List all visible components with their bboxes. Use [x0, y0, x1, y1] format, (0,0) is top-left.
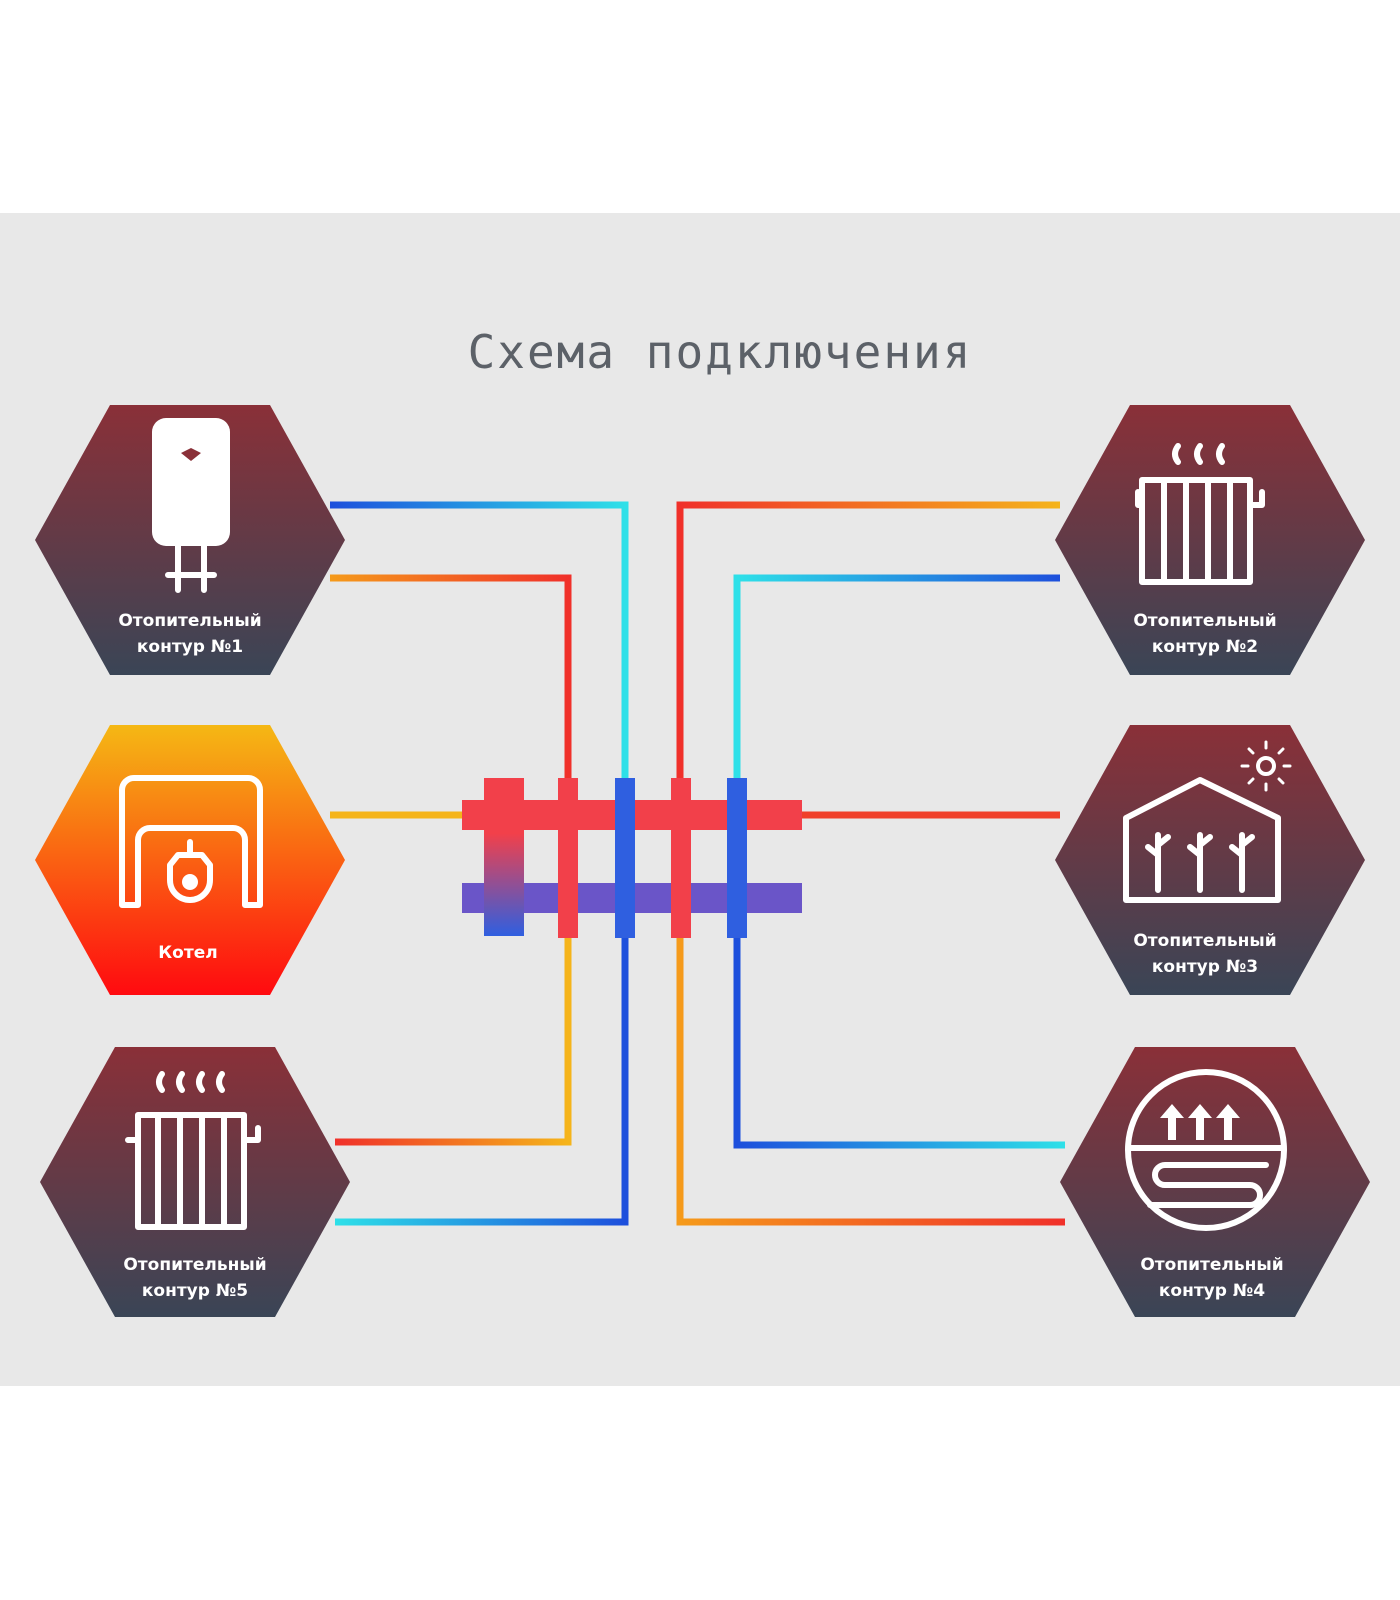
greenhouse-icon — [1123, 740, 1292, 903]
water-heater-icon — [152, 418, 230, 593]
node-boiler: Котел — [35, 725, 345, 995]
node-label-line2: контур №2 — [1152, 637, 1258, 657]
cold-pipe-circuit1 — [330, 501, 629, 780]
cold-pipe-circuit4 — [733, 935, 1065, 1149]
node-label-line2: контур №4 — [1159, 1281, 1265, 1301]
node-label-line2: контур №5 — [142, 1281, 248, 1301]
hot-pipe-circuit5 — [335, 935, 572, 1146]
node-label-line1: Отопительный — [1133, 931, 1276, 951]
node-circuit5: Отопительный контур №5 — [40, 1047, 350, 1317]
radiator-icon — [125, 1071, 261, 1230]
boiler-icon — [119, 775, 263, 908]
hot-pipe-circuit1 — [330, 574, 572, 780]
node-circuit3: Отопительный контур №3 — [1055, 725, 1365, 995]
node-label-line1: Отопительный — [118, 611, 261, 631]
node-label-line1: Отопительный — [123, 1255, 266, 1275]
node-label-line1: Отопительный — [1133, 611, 1276, 631]
radiator-icon — [1135, 443, 1265, 585]
node-label-line1: Отопительный — [1140, 1255, 1283, 1275]
pipes-right — [676, 501, 1065, 1226]
node-label-line2: контур №3 — [1152, 957, 1258, 977]
hot-pipe-circuit2 — [676, 501, 1060, 780]
hot-pipe-circuit4 — [676, 935, 1065, 1226]
node-circuit4: Отопительный контур №4 — [1060, 1047, 1370, 1317]
node-circuit2: Отопительный контур №2 — [1055, 405, 1365, 675]
underfloor-heating-icon — [1125, 1069, 1287, 1231]
cold-pipe-circuit5 — [335, 935, 629, 1226]
cold-pipe-circuit2 — [733, 574, 1060, 780]
node-label-line1: Котел — [158, 943, 217, 963]
manifold — [462, 778, 802, 938]
node-label-line2: контур №1 — [137, 637, 243, 657]
diagram-title: Схема подключения — [468, 325, 973, 379]
node-circuit1: Отопительный контур №1 — [35, 405, 345, 675]
pipes-left — [330, 501, 629, 1226]
